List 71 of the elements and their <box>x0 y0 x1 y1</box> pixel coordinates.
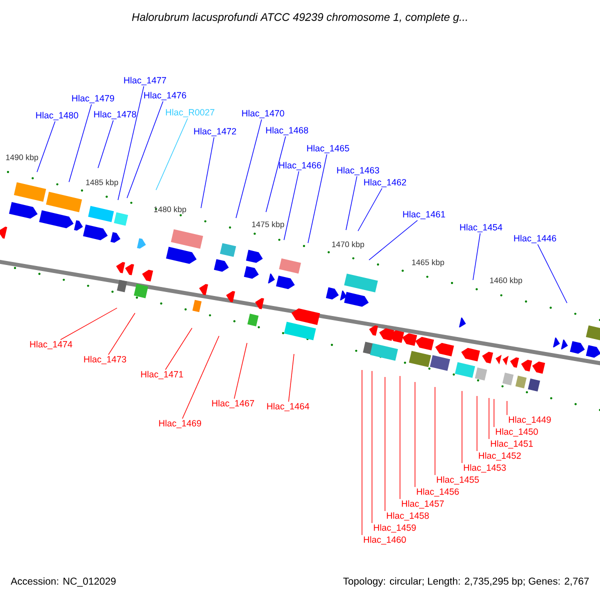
gene-label: Hlac_1461 <box>403 210 446 220</box>
leader-line <box>346 176 358 230</box>
gene-label: Hlac_1477 <box>124 76 166 86</box>
leader-line <box>434 386 436 476</box>
footer-text: Accession: NC_012029 <box>10 577 116 587</box>
leader-line <box>506 400 508 416</box>
gene-label: Hlac_1470 <box>242 110 284 118</box>
gene-label: Hlac_1460 <box>364 536 406 545</box>
leader-line <box>60 308 118 340</box>
gene-label: Hlac_1480 <box>36 112 78 120</box>
gene-label: Hlac_1469 <box>159 420 202 428</box>
leader-line <box>358 188 382 232</box>
leader-line <box>266 136 286 212</box>
gene-label: Hlac_1466 <box>279 162 322 170</box>
gene-label: Hlac_1471 <box>141 370 184 380</box>
gene-label: Hlac_1451 <box>490 440 533 449</box>
gene-label: Hlac_1467 <box>212 400 254 408</box>
footer-text: Topology: circular; Length: 2,735,295 bp; Genes: 2,767 <box>343 577 589 587</box>
leader-line <box>36 121 56 172</box>
gene-label: Hlac_1454 <box>460 224 502 232</box>
leader-line <box>368 220 418 260</box>
gene-label: Hlac_1458 <box>386 512 429 521</box>
gene-label: Hlac_1464 <box>267 402 310 412</box>
gene-label: Hlac_1462 <box>364 178 406 188</box>
gene-label: Hlac_1455 <box>436 476 479 485</box>
scale-label: 1480 kbp <box>154 206 186 214</box>
gene-label: Hlac_1468 <box>266 126 308 136</box>
leader-line <box>165 328 192 370</box>
scale-label: 1475 kbp <box>252 221 284 229</box>
scale-label: 1490 kbp <box>6 154 38 162</box>
leader-line <box>182 336 220 419</box>
title: Halorubrum lacusprofundi ATCC 49239 chromosome 1, complete g... <box>132 12 467 24</box>
gene-label: Hlac_1474 <box>30 340 72 350</box>
gene-label: Hlac_1472 <box>194 128 236 136</box>
leader-line <box>234 342 248 399</box>
scale-label: 1465 kbp <box>412 259 444 267</box>
leader-line <box>472 233 481 280</box>
scale-label: 1460 kbp <box>490 277 522 285</box>
leader-line <box>308 154 328 244</box>
gene-label: Hlac_1473 <box>84 356 126 364</box>
gene-label: Hlac_1465 <box>307 144 350 154</box>
leader-line <box>537 244 568 304</box>
leader-line <box>284 171 300 240</box>
leader-line <box>200 137 214 208</box>
scale-label: 1470 kbp <box>332 241 364 249</box>
leader-line <box>68 104 92 182</box>
gene-label: Hlac_1449 <box>508 416 551 425</box>
leader-line <box>384 376 386 512</box>
leader-line <box>414 382 416 488</box>
gene-label: Hlac_1459 <box>374 524 416 533</box>
leader-line <box>288 354 294 402</box>
gene-label: Hlac_1446 <box>514 234 556 244</box>
gene-label: Hlac_1457 <box>402 500 444 509</box>
gene-label: Hlac_1478 <box>94 110 136 120</box>
leader-line <box>98 120 114 168</box>
gene-label: Hlac_R0027 <box>166 108 214 118</box>
gene-label: Hlac_1456 <box>416 488 459 497</box>
gene-label: Hlac_1476 <box>144 92 186 100</box>
leader-line <box>156 118 188 190</box>
gene-label: Hlac_1479 <box>72 94 114 104</box>
leader-line <box>126 101 164 198</box>
gene-label: Hlac_1453 <box>464 464 506 473</box>
leader-line <box>476 396 478 452</box>
gene-label: Hlac_1463 <box>337 166 380 176</box>
leader-line <box>118 86 144 200</box>
scale-label: 1485 kbp <box>86 179 118 187</box>
gene-label: Hlac_1452 <box>478 452 521 461</box>
leader-line <box>236 119 262 218</box>
gene-label: Hlac_1450 <box>496 428 538 437</box>
leader-line <box>108 312 136 355</box>
leader-line <box>488 398 490 440</box>
